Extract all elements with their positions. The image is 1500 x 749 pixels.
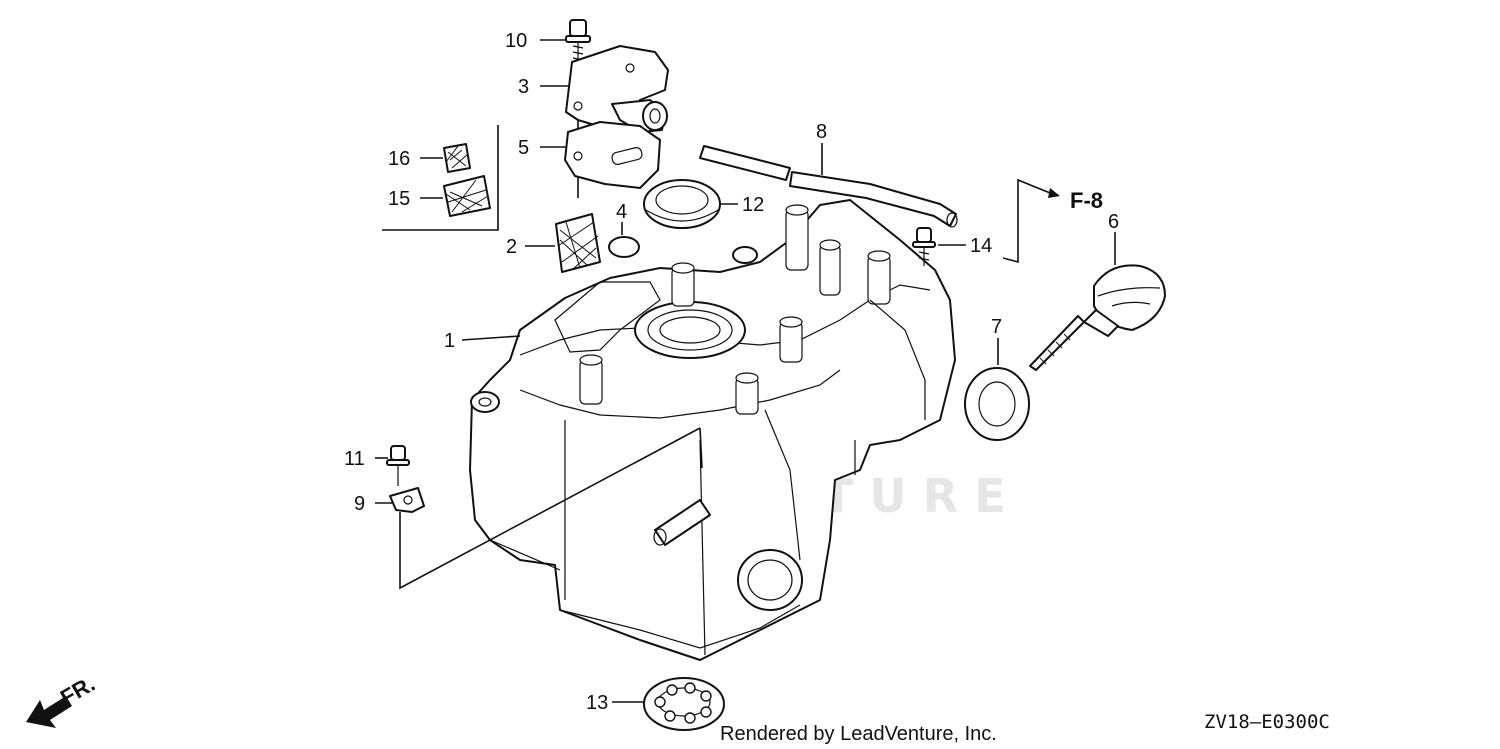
filter-15 — [443, 175, 491, 217]
callout-4: 4 — [616, 201, 627, 223]
diagram-code: ZV18—E0300C — [1204, 711, 1330, 733]
callout-9: 9 — [354, 493, 365, 515]
callout-11: 11 — [344, 448, 365, 470]
bolt-11 — [386, 445, 410, 486]
gasket-plate-5 — [564, 121, 661, 189]
callout-5: 5 — [518, 137, 529, 159]
bracket-3 — [565, 45, 669, 133]
credit-text: Rendered by LeadVenture, Inc. — [720, 723, 997, 745]
reference-f8: F-8 — [1070, 188, 1103, 213]
callout-13: 13 — [586, 692, 608, 714]
callout-15: 15 — [388, 188, 410, 210]
oil-seal-12 — [643, 179, 721, 229]
o-ring-7 — [964, 367, 1030, 441]
bearing-13 — [643, 677, 725, 731]
callout-6: 6 — [1108, 211, 1119, 233]
bolt-14 — [912, 227, 936, 266]
clip-9 — [389, 487, 425, 513]
callout-14: 14 — [970, 235, 992, 257]
crankcase-body — [469, 199, 956, 661]
callout-2: 2 — [506, 236, 517, 258]
screen-2 — [555, 213, 601, 273]
callout-labels: 10 3 5 16 15 2 4 12 8 14 6 7 1 11 9 13 F… — [344, 30, 1119, 714]
callout-12: 12 — [742, 194, 764, 216]
callout-16: 16 — [388, 148, 410, 170]
front-direction-arrow — [26, 696, 72, 728]
callout-10: 10 — [505, 30, 527, 52]
plug-4 — [608, 236, 640, 258]
filter-16 — [443, 143, 471, 173]
callout-1: 1 — [444, 330, 455, 352]
breather-hose-8 — [699, 145, 958, 228]
callout-7: 7 — [991, 316, 1002, 338]
callout-8: 8 — [816, 121, 827, 143]
dipstick-6 — [1029, 264, 1166, 371]
callout-3: 3 — [518, 76, 529, 98]
